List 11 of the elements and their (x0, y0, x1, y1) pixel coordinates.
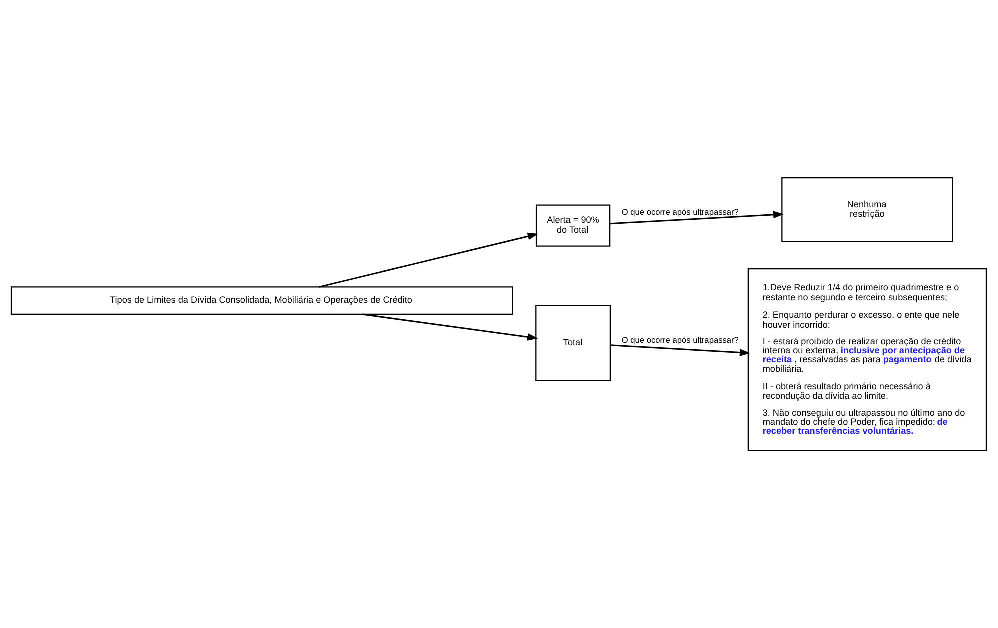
node-box: 1.Deve Reduzir 1/4 do primeiro quadrimestre e o restante no segundo e terceiro subsequentes; 2. Enquanto perdurar o excesso, o ente que nele houver incorrido: I - estará proibido de realizar operação de crédito interna ou externa, inclusive por antecipação de receita, ressalvadas as para pagamento de dívida mobiliária. II - obterá resultado primário necessário à recondução da dívida ao limite. 3. Não conseguiu ou ultrapassou no último ano do mandato do chefe do Poder, fica impedido: de receber transferências voluntárias. (748, 268, 988, 452)
node-box: Total (536, 304, 612, 381)
arrow (362, 313, 538, 340)
edge-label: O que ocorre após ultrapassar? (622, 206, 739, 217)
node-box: Nenhuma restrição (782, 176, 954, 242)
arrow (610, 344, 751, 356)
arrow (319, 232, 539, 288)
node-box: Alerta = 90% do Total (536, 204, 611, 246)
arrow (610, 210, 784, 224)
node-box: Tipos de Limites da Dívida Consolidada, Mobiliária e Operações de Crédito (10, 286, 514, 315)
edge-label: O que ocorre após ultrapassar? (622, 334, 739, 345)
